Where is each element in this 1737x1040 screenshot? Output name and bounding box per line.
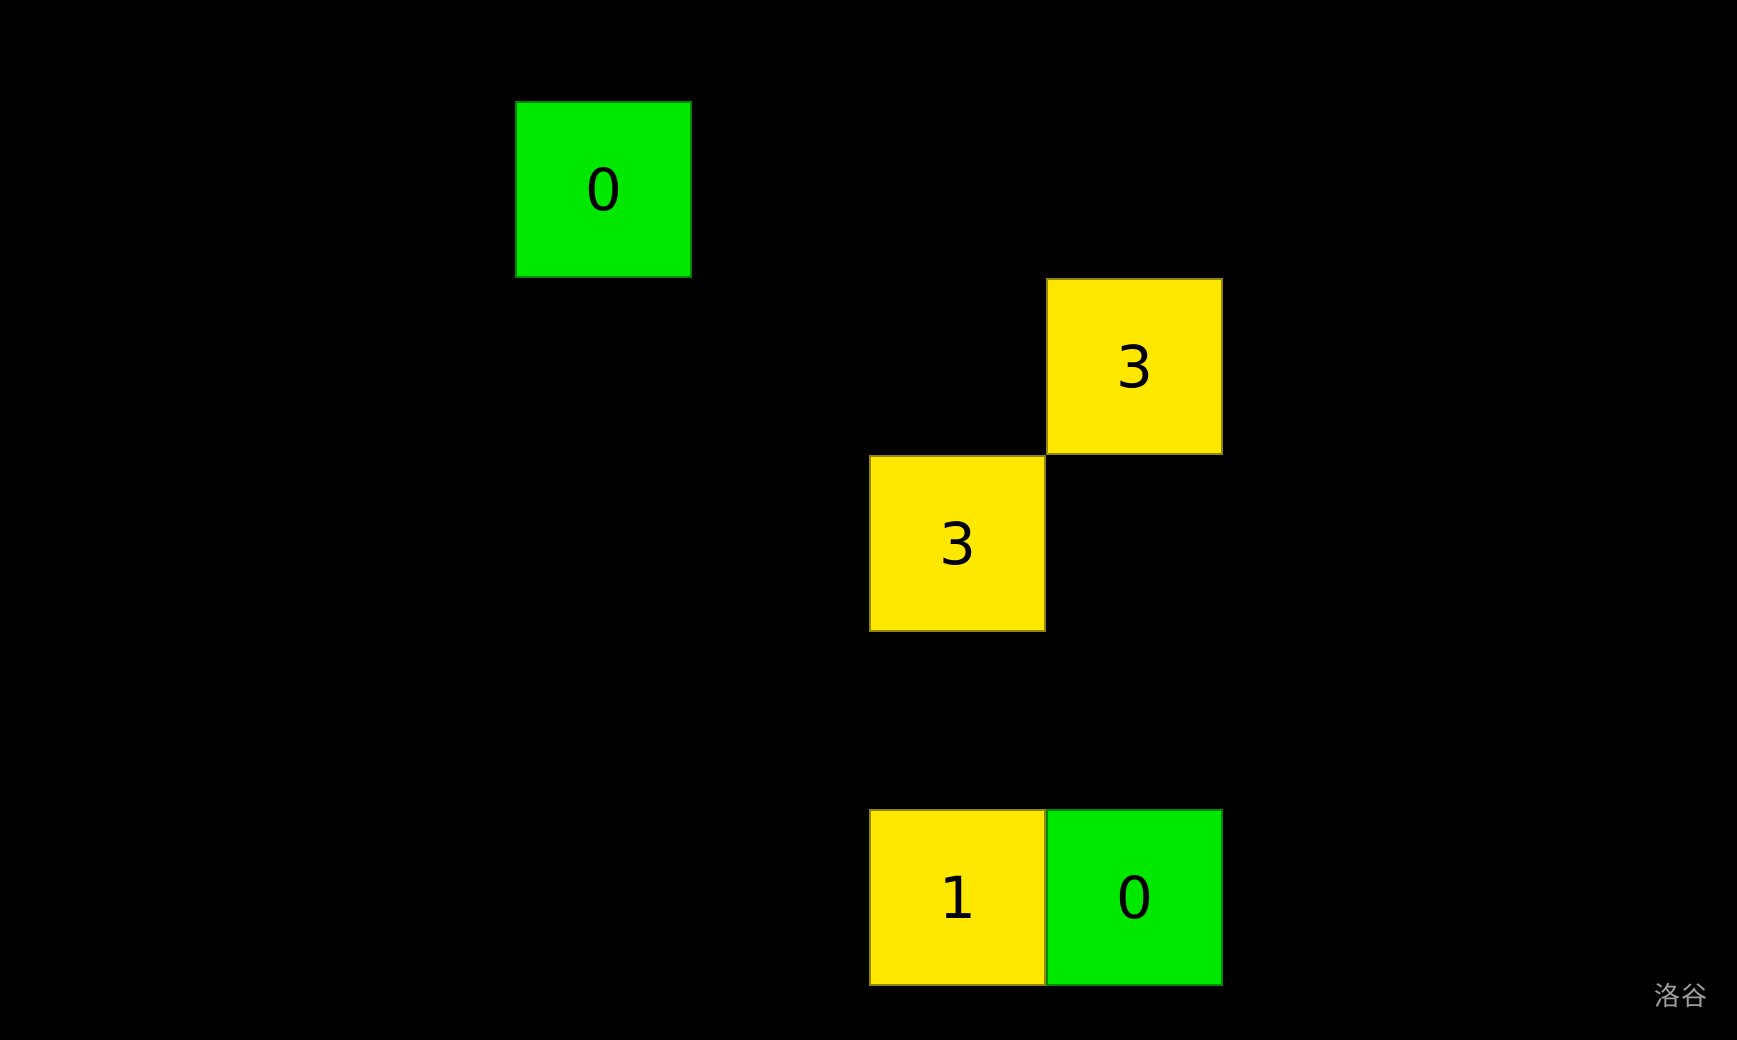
- cell-value: 3: [939, 509, 976, 578]
- cell-value: 1: [939, 863, 976, 932]
- cell-green-top[interactable]: 0: [515, 101, 692, 278]
- cell-value: 0: [1116, 863, 1153, 932]
- cell-green-bottom[interactable]: 0: [1046, 809, 1223, 986]
- cell-yellow-upper[interactable]: 3: [1046, 278, 1223, 455]
- cell-value: 3: [1116, 332, 1153, 401]
- cell-value: 0: [585, 155, 622, 224]
- luogu-watermark: 洛谷: [1653, 982, 1708, 1012]
- cell-yellow-bottom[interactable]: 1: [869, 809, 1046, 986]
- cell-yellow-middle[interactable]: 3: [869, 455, 1046, 632]
